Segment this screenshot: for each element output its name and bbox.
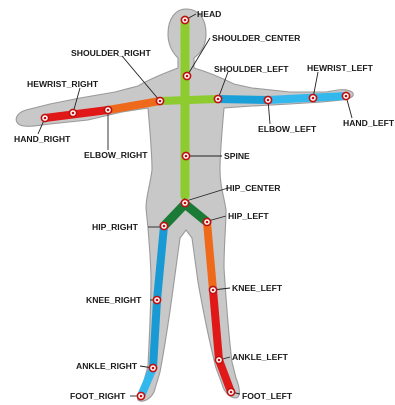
joint-hip-center xyxy=(181,199,188,206)
label-wrist-right: HEWRIST_RIGHT xyxy=(27,79,99,89)
label-shoulder-right: SHOULDER_RIGHT xyxy=(71,48,151,58)
label-foot-left: FOOT_LEFT xyxy=(242,391,293,401)
label-hand-left: HAND_LEFT xyxy=(343,118,395,128)
joint-hip-right xyxy=(160,222,167,229)
joint-elbow-right xyxy=(104,106,111,113)
joint-head xyxy=(181,16,188,23)
label-knee-right: KNEE_RIGHT xyxy=(86,295,142,305)
joint-shoulder-right xyxy=(156,97,163,104)
joint-ankle-right xyxy=(149,364,156,371)
joint-hand-right xyxy=(41,114,48,121)
joint-shoulder-left xyxy=(214,95,221,102)
label-hip-right: HIP_RIGHT xyxy=(92,222,139,232)
label-hip-left: HIP_LEFT xyxy=(228,211,269,221)
label-shoulder-center: SHOULDER_CENTER xyxy=(212,33,301,43)
joint-foot-left xyxy=(227,388,234,395)
label-elbow-left: ELBOW_LEFT xyxy=(258,124,317,134)
label-elbow-right: ELBOW_RIGHT xyxy=(84,150,148,160)
label-knee-left: KNEE_LEFT xyxy=(232,283,283,293)
joint-knee-right xyxy=(153,296,160,303)
label-hand-right: HAND_RIGHT xyxy=(14,134,71,144)
bone-upper-arm-left xyxy=(218,99,268,100)
joint-elbow-left xyxy=(264,96,271,103)
joint-knee-left xyxy=(209,286,216,293)
joint-wrist-left xyxy=(309,94,316,101)
label-wrist-left: HEWRIST_LEFT xyxy=(307,63,374,73)
label-spine: SPINE xyxy=(224,151,250,161)
label-head: HEAD xyxy=(197,9,221,19)
bone-shin-right xyxy=(153,300,157,368)
joint-shoulder-center xyxy=(183,72,190,79)
joint-hip-left xyxy=(203,218,210,225)
joint-hand-left xyxy=(342,92,349,99)
joint-ankle-left xyxy=(215,356,222,363)
label-hip-center: HIP_CENTER xyxy=(226,183,281,193)
label-foot-right: FOOT_RIGHT xyxy=(70,391,126,401)
joint-wrist-right xyxy=(69,109,76,116)
joint-spine xyxy=(182,152,189,159)
joint-foot-right xyxy=(137,392,144,399)
label-shoulder-left: SHOULDER_LEFT xyxy=(214,64,289,74)
bone-shoulder xyxy=(160,99,218,101)
bone-forearm-left xyxy=(268,96,346,100)
label-ankle-right: ANKLE_RIGHT xyxy=(76,361,138,371)
label-ankle-left: ANKLE_LEFT xyxy=(232,352,289,362)
